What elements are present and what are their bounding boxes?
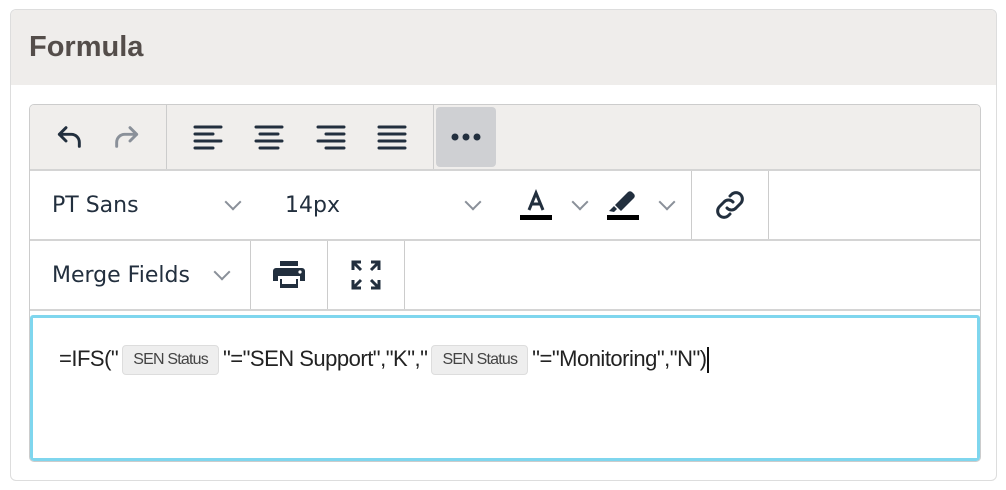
chevron-down-icon (464, 193, 482, 211)
merge-fields-select[interactable]: Merge Fields (30, 241, 251, 309)
merge-field-chip[interactable]: SEN Status (122, 345, 219, 375)
font-size-select[interactable]: 14px (261, 171, 501, 239)
formula-panel: Formula PT Sans 14px (10, 9, 997, 481)
redo-button[interactable] (110, 121, 142, 153)
align-left-button[interactable] (193, 123, 223, 151)
highlight-color-button[interactable] (606, 188, 640, 222)
toolbar-row-3: Merge Fields (30, 241, 980, 311)
fullscreen-icon (351, 260, 381, 290)
rich-text-editor: PT Sans 14px Merge Fields =IFS("SEN Stat… (29, 104, 981, 462)
highlight-chevron-icon[interactable] (658, 193, 676, 211)
text-color-icon (520, 189, 553, 220)
align-right-icon (316, 125, 346, 150)
text-cursor (706, 347, 709, 373)
more-icon (451, 133, 481, 141)
toolbar-row-2: PT Sans 14px (30, 171, 980, 241)
panel-title: Formula (29, 31, 144, 63)
formula-editor-content[interactable]: =IFS("SEN Status"="SEN Support","K","SEN… (30, 315, 980, 461)
print-icon (273, 261, 305, 288)
align-left-icon (193, 125, 223, 150)
chevron-down-icon (224, 193, 242, 211)
align-right-button[interactable] (316, 123, 346, 151)
fullscreen-button[interactable] (351, 260, 381, 290)
panel-header: Formula (11, 10, 996, 85)
toolbar-row-1 (30, 105, 980, 171)
undo-button[interactable] (54, 121, 86, 153)
undo-icon (57, 126, 81, 148)
highlighter-icon (607, 191, 640, 220)
align-center-icon (254, 125, 284, 150)
justify-icon (377, 125, 407, 150)
justify-button[interactable] (377, 123, 407, 151)
print-button[interactable] (272, 260, 306, 290)
redo-icon (115, 126, 139, 148)
text-color-chevron-icon[interactable] (571, 193, 589, 211)
align-center-button[interactable] (254, 123, 284, 151)
chevron-down-icon (213, 263, 231, 281)
text-color-button[interactable] (519, 188, 553, 222)
insert-link-button[interactable] (712, 187, 748, 223)
merge-field-chip[interactable]: SEN Status (431, 345, 529, 375)
link-icon (716, 191, 744, 219)
font-family-select[interactable]: PT Sans (30, 171, 261, 239)
more-button[interactable] (436, 107, 496, 167)
